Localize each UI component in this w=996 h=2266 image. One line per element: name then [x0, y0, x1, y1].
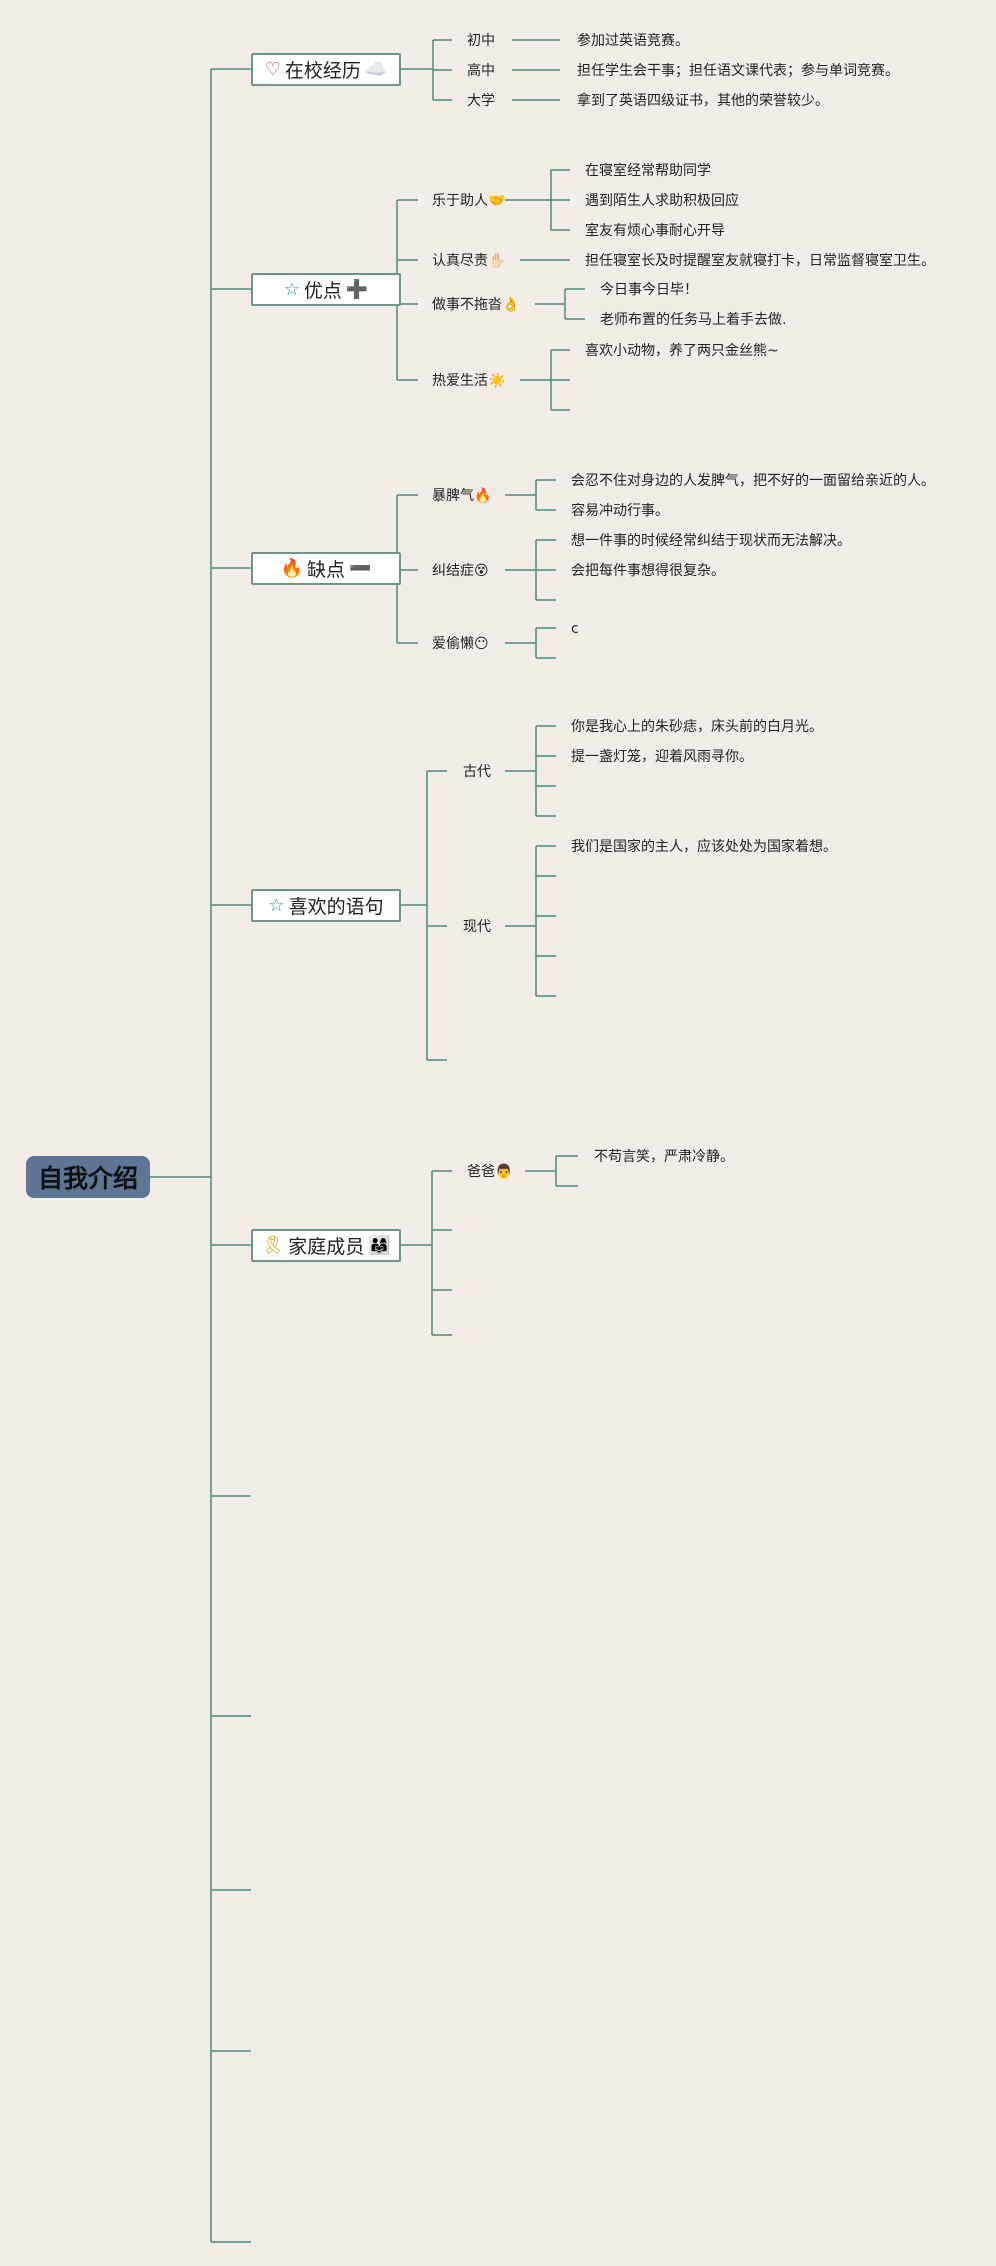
branch-label: 缺点	[306, 559, 345, 581]
branch-school-experience[interactable]: ♡ 在校经历 ☁️	[251, 53, 401, 86]
leaf-text[interactable]: 拿到了英语四级证书，其他的荣誉较少。	[577, 93, 829, 109]
leaf-text[interactable]: 在寝室经常帮助同学	[585, 163, 711, 179]
branch-family-members[interactable]: 🎗 家庭成员 👨‍👩‍👧	[251, 1229, 401, 1262]
leaf-text[interactable]: 你是我心上的朱砂痣，床头前的白月光。	[571, 719, 823, 735]
branch-strengths[interactable]: ☆ 优点 ➕	[251, 273, 401, 306]
leaf-text[interactable]: 担任学生会干事；担任语文课代表；参与单词竞赛。	[577, 63, 899, 79]
cloud-icon: ☁️	[364, 58, 388, 80]
plus-icon: ➕	[345, 278, 369, 300]
subtopic-senior-high[interactable]: 高中	[467, 63, 495, 79]
branch-favorite-quotes[interactable]: ☆ 喜欢的语句	[251, 889, 401, 922]
leaf-text[interactable]: c	[571, 621, 579, 637]
branch-label: 喜欢的语句	[288, 896, 384, 918]
leaf-text[interactable]: 想一件事的时候经常纠结于现状而无法解决。	[571, 533, 851, 549]
star-icon: ☆	[268, 894, 285, 916]
subtopic-modern[interactable]: 现代	[463, 919, 491, 935]
branch-label: 家庭成员	[288, 1236, 365, 1258]
leaf-text[interactable]: 担任寝室长及时提醒室友就寝打卡，日常监督寝室卫生。	[585, 253, 935, 269]
leaf-text[interactable]: 容易冲动行事。	[571, 503, 669, 519]
leaf-text[interactable]: 今日事今日毕！	[600, 282, 698, 298]
leaf-text[interactable]: 遇到陌生人求助积极回应	[585, 193, 739, 209]
leaf-text[interactable]: 提一盏灯笼，迎着风雨寻你。	[571, 749, 753, 765]
subtopic-responsible[interactable]: 认真尽责✋🏻	[432, 253, 506, 269]
leaf-text[interactable]: 会把每件事想得很复杂。	[571, 563, 725, 579]
family-icon: 👨‍👩‍👧	[368, 1234, 391, 1256]
subtopic-lazy[interactable]: 爱偷懒😶	[432, 636, 489, 652]
subtopic-love-life[interactable]: 热爱生活☀️	[432, 373, 506, 389]
branch-label: 在校经历	[284, 60, 361, 82]
subtopic-no-procrastination[interactable]: 做事不拖沓👌	[432, 297, 520, 313]
medal-icon: 🎗	[261, 1234, 285, 1256]
subtopic-helpful[interactable]: 乐于助人🤝	[432, 193, 506, 209]
leaf-text[interactable]: 会忍不住对身边的人发脾气，把不好的一面留给亲近的人。	[571, 473, 935, 489]
subtopic-junior-high[interactable]: 初中	[467, 33, 495, 49]
leaf-text[interactable]: 老师布置的任务马上着手去做.	[600, 312, 787, 328]
branch-label: 优点	[303, 280, 342, 302]
heart-icon: ♡	[264, 58, 281, 80]
leaf-text[interactable]: 参加过英语竞赛。	[577, 33, 689, 49]
star-icon: ☆	[283, 278, 300, 300]
subtopic-ancient[interactable]: 古代	[463, 764, 491, 780]
leaf-text[interactable]: 喜欢小动物，养了两只金丝熊~	[585, 343, 779, 359]
root-topic[interactable]: 自我介绍	[26, 1156, 150, 1198]
root-topic-label: 自我介绍	[37, 1164, 138, 1193]
subtopic-bad-temper[interactable]: 暴脾气🔥	[432, 488, 492, 504]
branch-weaknesses[interactable]: 🔥 缺点 ➖	[251, 552, 401, 585]
subtopic-father[interactable]: 爸爸👨	[467, 1164, 513, 1180]
leaf-text[interactable]: 我们是国家的主人，应该处处为国家着想。	[571, 839, 837, 855]
leaf-text[interactable]: 室友有烦心事耐心开导	[585, 223, 725, 239]
minus-icon: ➖	[349, 557, 372, 579]
leaf-text[interactable]: 不苟言笑，严肃冷静。	[594, 1149, 734, 1165]
subtopic-university[interactable]: 大学	[467, 93, 495, 109]
fire-icon: 🔥	[280, 557, 303, 579]
subtopic-indecisive[interactable]: 纠结症😵	[432, 563, 489, 579]
